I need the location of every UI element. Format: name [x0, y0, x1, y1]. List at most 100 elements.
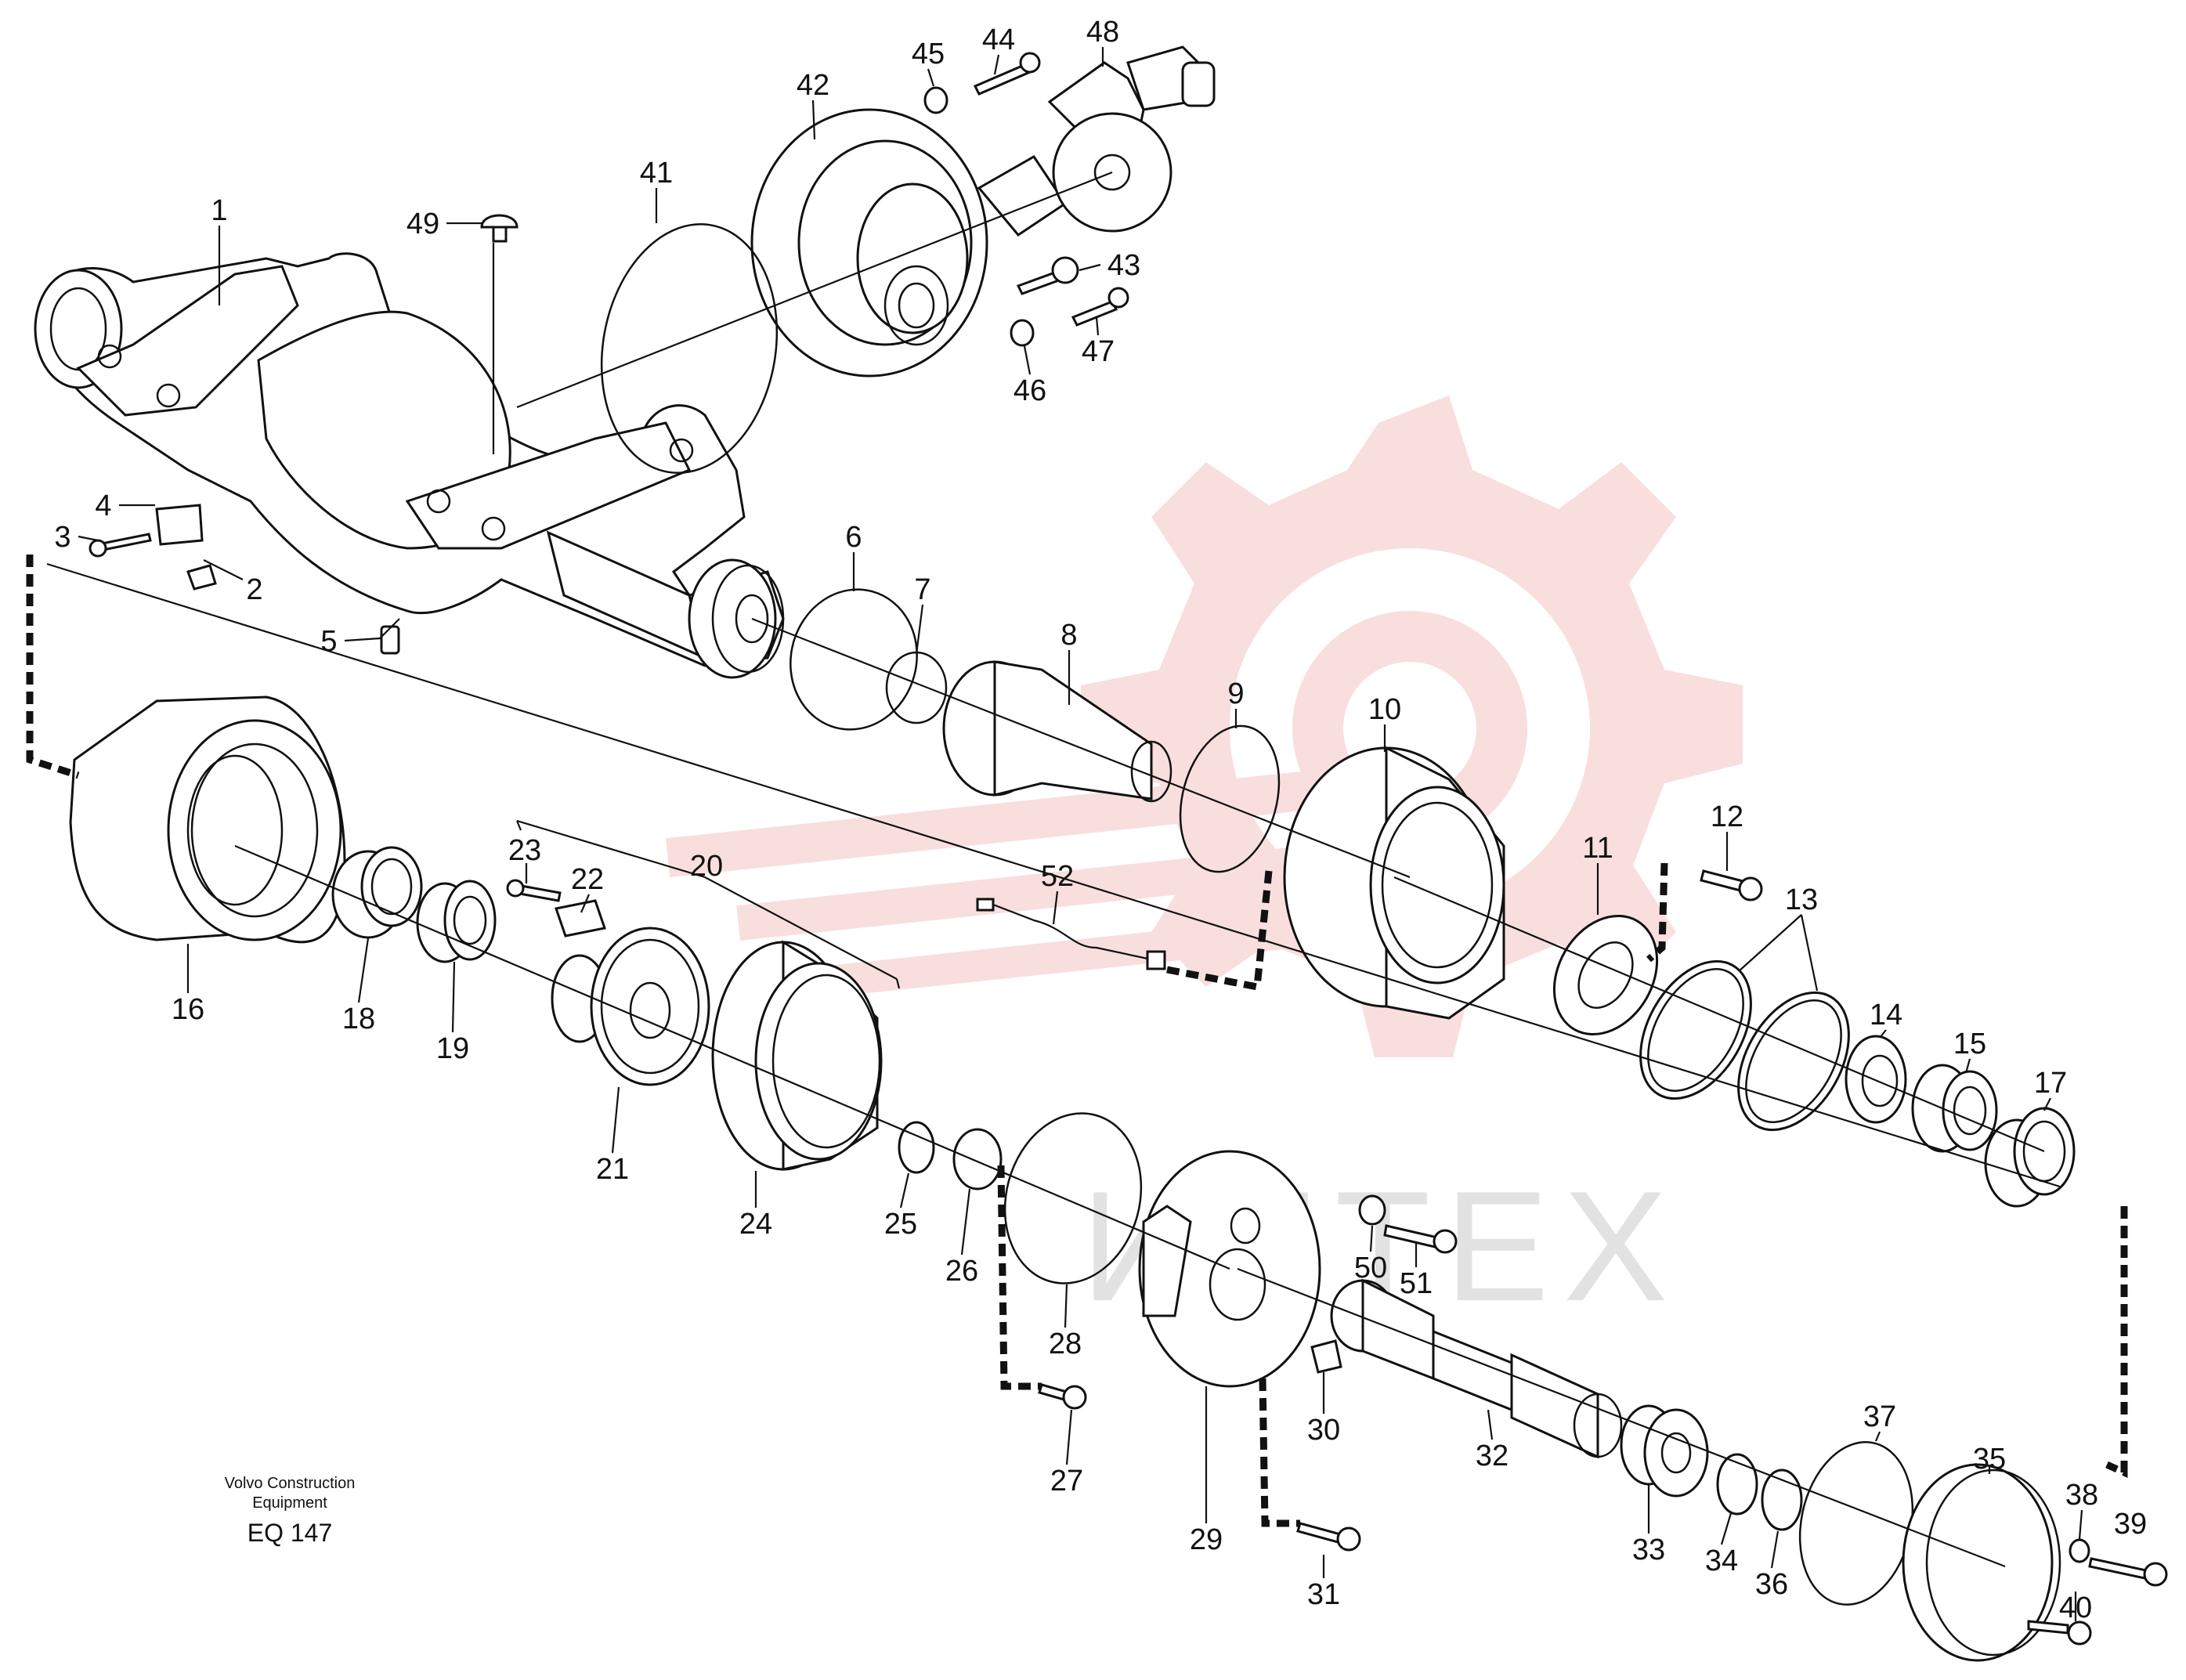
part-label-33: 33 [1632, 1534, 1665, 1566]
screw-part-3 [89, 533, 152, 558]
plate-part-4 [155, 504, 204, 546]
bearing-cup-part-13a-inner [1647, 968, 1744, 1092]
part-label-32: 32 [1476, 1440, 1509, 1472]
part-label-13: 13 [1785, 883, 1818, 916]
caption-line-2: Equipment [252, 1494, 327, 1512]
bolt-part-51 [1383, 1224, 1458, 1254]
axle-housing-part-1 [34, 252, 785, 679]
part-label-17: 17 [2034, 1067, 2067, 1100]
part-label-27: 27 [1050, 1465, 1083, 1498]
spline-gear-part-33 [1620, 1404, 1709, 1498]
bearing-race-part-14 [1845, 1035, 1907, 1124]
washer-part-50 [1358, 1194, 1386, 1226]
part-label-10: 10 [1368, 693, 1401, 726]
part-label-16: 16 [172, 993, 204, 1026]
part-label-15: 15 [1953, 1028, 1986, 1060]
part-label-26: 26 [945, 1255, 978, 1288]
bolt-part-23 [506, 879, 562, 902]
part-label-19: 19 [436, 1032, 469, 1065]
wheel-hub-part-16 [69, 695, 346, 944]
part-label-18: 18 [342, 1003, 375, 1035]
part-label-36: 36 [1755, 1568, 1788, 1601]
part-label-20: 20 [690, 850, 723, 883]
part-label-45: 45 [912, 38, 945, 70]
roller-bearing-part-19 [416, 880, 497, 963]
plate-part-22 [555, 899, 606, 938]
assembly-axis-lines [46, 171, 2061, 1568]
part-label-7: 7 [914, 573, 930, 606]
part-label-37: 37 [1863, 1400, 1896, 1433]
part-label-30: 30 [1307, 1414, 1340, 1447]
gasket-part-41 [600, 223, 779, 474]
part-label-28: 28 [1049, 1328, 1082, 1360]
part-label-4: 4 [95, 490, 111, 522]
part-label-6: 6 [845, 521, 862, 554]
washer-part-25 [898, 1121, 935, 1174]
part-label-40: 40 [2059, 1591, 2092, 1624]
part-label-47: 47 [1082, 335, 1115, 368]
part-label-46: 46 [1014, 374, 1046, 407]
part-label-38: 38 [2065, 1479, 2098, 1512]
bolt-part-40 [2027, 1620, 2092, 1646]
part-label-9: 9 [1227, 677, 1244, 710]
washer-part-46 [1010, 319, 1035, 347]
bearing-race-part-18 [331, 846, 423, 939]
part-label-5: 5 [320, 625, 337, 658]
bearing-cup-part-13b-inner [1745, 999, 1842, 1123]
caption-line-1: Volvo Construction [225, 1475, 356, 1492]
bolt-part-39 [2088, 1557, 2168, 1587]
sun-gear-part-21 [551, 927, 710, 1086]
part-label-49: 49 [406, 208, 439, 240]
bearing-race-part-17 [1984, 1107, 2076, 1208]
part-label-12: 12 [1711, 800, 1743, 833]
part-label-23: 23 [508, 834, 541, 867]
part-label-51: 51 [1400, 1267, 1433, 1300]
washer-part-26 [952, 1128, 1003, 1190]
o-ring-part-9 [1179, 724, 1281, 873]
gasket-part-28 [1003, 1112, 1143, 1284]
part-label-3: 3 [54, 521, 70, 554]
bracket-group-20 [515, 819, 901, 989]
leader-lines [78, 47, 2083, 1621]
cover-part-35 [1902, 1463, 2061, 1662]
bolt-part-31 [1296, 1522, 1361, 1552]
bolt-part-12 [1700, 869, 1763, 901]
part-label-42: 42 [797, 69, 829, 102]
part-label-2: 2 [246, 573, 262, 606]
caption-block: Volvo Construction Equipment EQ 147 [225, 1475, 356, 1547]
plug-part-2 [186, 564, 217, 591]
part-label-21: 21 [596, 1153, 629, 1186]
bolt-part-27 [1038, 1383, 1087, 1410]
part-label-8: 8 [1060, 619, 1077, 652]
part-label-39: 39 [2114, 1508, 2147, 1541]
bolt-part-47 [1071, 287, 1129, 327]
assembly-dash-lines [26, 555, 2128, 1527]
part-label-34: 34 [1705, 1545, 1738, 1577]
part-label-50: 50 [1354, 1252, 1387, 1284]
washer-part-45 [923, 86, 948, 114]
brake-hub-part-10 [1283, 746, 1505, 1020]
washer-part-11 [1552, 915, 1659, 1035]
part-label-41: 41 [640, 157, 673, 190]
part-label-43: 43 [1107, 249, 1140, 282]
bearing-cup-part-13a [1639, 959, 1752, 1100]
caption-code: EQ 147 [248, 1519, 333, 1547]
washer-part-36 [1761, 1469, 1803, 1531]
o-ring-part-6 [789, 588, 918, 731]
sensor-part-52 [976, 898, 1166, 970]
part-label-22: 22 [571, 863, 604, 896]
part-label-24: 24 [739, 1208, 772, 1241]
bolt-part-44 [973, 52, 1041, 96]
bolt-part-43 [1016, 256, 1079, 295]
washer-part-11-bore [1577, 941, 1634, 1010]
part-label-35: 35 [1973, 1443, 2006, 1476]
plug-part-5 [380, 625, 400, 655]
part-label-25: 25 [884, 1208, 917, 1241]
part-label-31: 31 [1307, 1578, 1340, 1611]
part-label-14: 14 [1870, 999, 1902, 1031]
roller-bearing-part-15 [1911, 1064, 1998, 1153]
washer-part-38 [2069, 1538, 2090, 1563]
stub-axle-part-8 [942, 660, 1172, 803]
part-label-1: 1 [211, 194, 227, 227]
